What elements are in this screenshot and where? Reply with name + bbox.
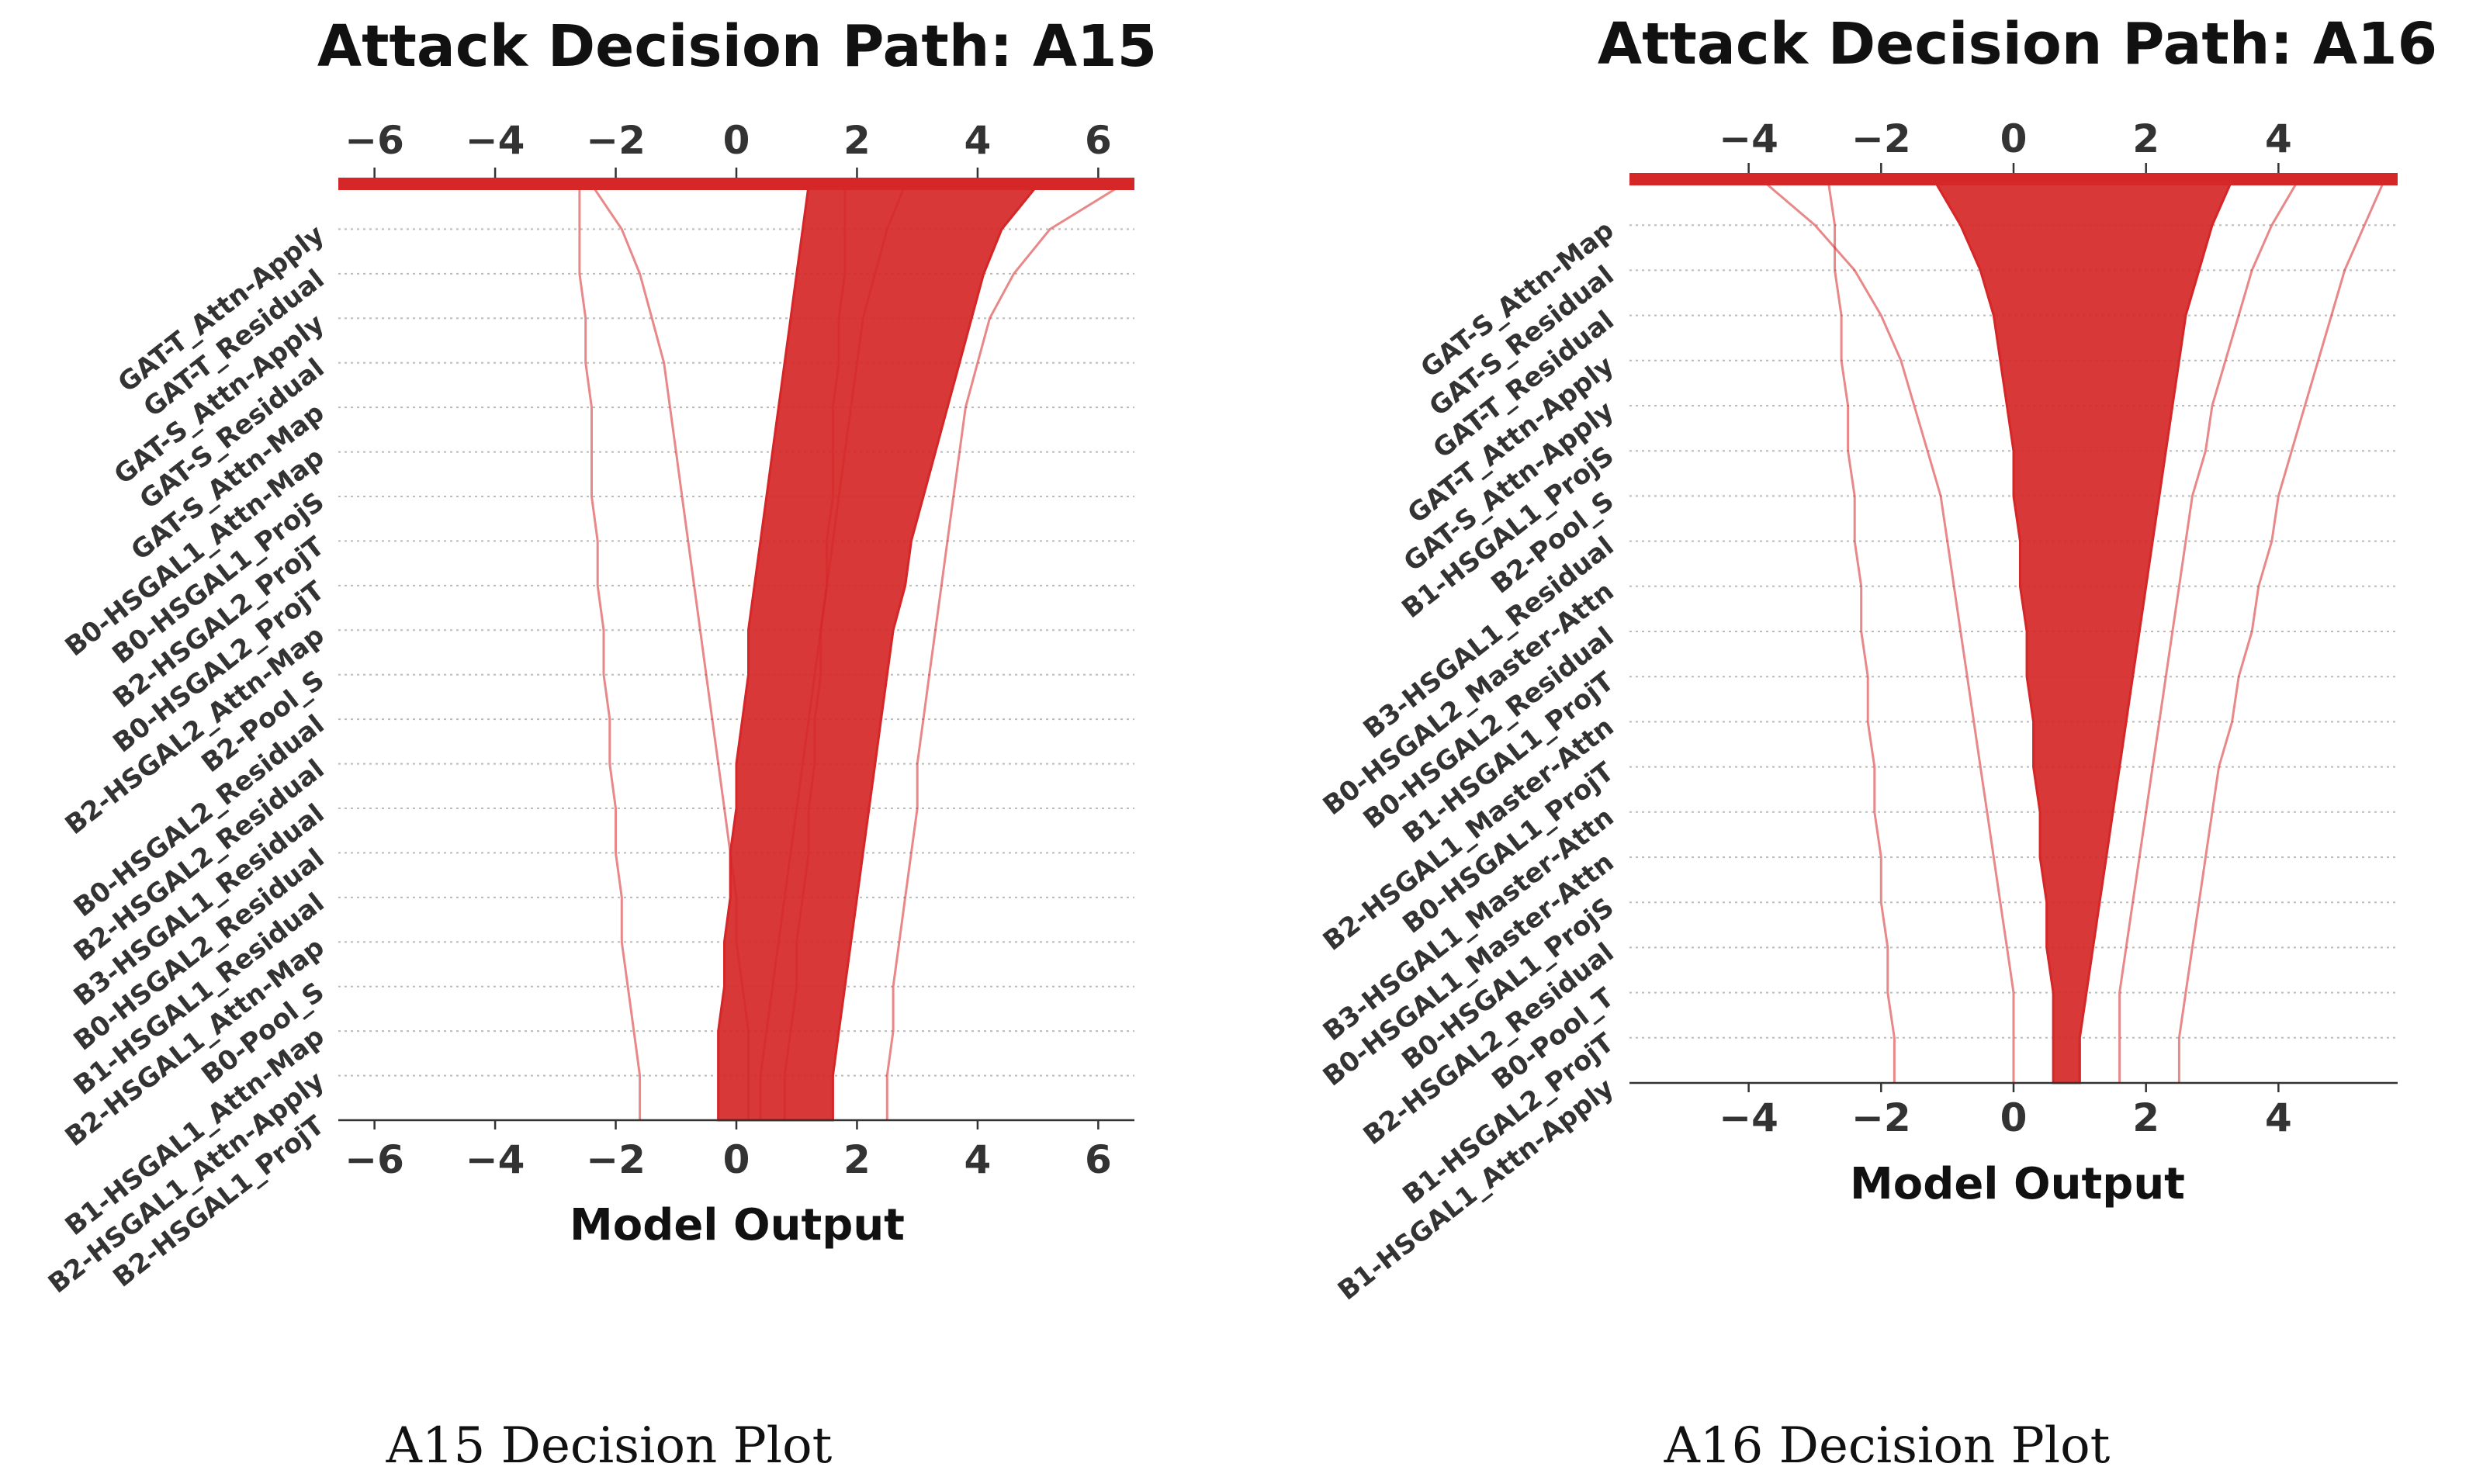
top-tick-label: 6 bbox=[1085, 118, 1112, 163]
decision-band-fill bbox=[717, 183, 1041, 1122]
decision-lines bbox=[1761, 178, 2386, 1083]
decision-line bbox=[759, 184, 906, 1120]
top-tick-label: 2 bbox=[843, 118, 871, 163]
decision-line bbox=[717, 184, 810, 1120]
bottom-tick-label: 0 bbox=[723, 1137, 750, 1182]
top-tick-label: −4 bbox=[466, 118, 525, 163]
bottom-tick-label: 0 bbox=[2000, 1095, 2028, 1140]
decision-band bbox=[717, 183, 1041, 1122]
bottom-tick-label: −4 bbox=[466, 1137, 525, 1182]
top-tick-label: 4 bbox=[964, 118, 992, 163]
chart-title: Attack Decision Path: A15 bbox=[317, 13, 1157, 80]
bottom-tick-label: −4 bbox=[1719, 1095, 1778, 1140]
bottom-tick-label: −6 bbox=[345, 1137, 404, 1182]
x-axis-label: Model Output bbox=[570, 1200, 905, 1251]
bottom-tick-label: 6 bbox=[1085, 1137, 1112, 1182]
decision-line bbox=[1827, 179, 1896, 1083]
x-axis-label: Model Output bbox=[1850, 1159, 2185, 1209]
feature-label: B1-HSGAL1_Attn-Apply bbox=[1332, 1072, 1620, 1306]
top-tick-label: −6 bbox=[345, 118, 404, 163]
top-tick-label: −2 bbox=[1851, 116, 1911, 161]
feature-gridlines bbox=[1629, 224, 2398, 1084]
axes: −4 −4 −2 −2 0 0 2 2 4 4 bbox=[1629, 116, 2398, 1140]
decision-line bbox=[1761, 178, 2015, 1083]
bottom-tick-label: 2 bbox=[843, 1137, 871, 1182]
caption-a15: A15 Decision Plot bbox=[386, 1417, 833, 1475]
top-tick-label: −2 bbox=[586, 118, 646, 163]
top-tick-label: 2 bbox=[2132, 116, 2159, 161]
bottom-tick-label: 4 bbox=[2265, 1095, 2292, 1140]
bottom-tick-label: 4 bbox=[964, 1137, 992, 1182]
feature-labels: GAT-T_Attn-ApplyGAT-T_ResidualGAT-S_Attn… bbox=[43, 219, 331, 1299]
top-tick-label: 4 bbox=[2265, 116, 2292, 161]
decision-line bbox=[783, 185, 847, 1120]
feature-labels: GAT-S_Attn-MapGAT-S_ResidualGAT-T_Residu… bbox=[1318, 215, 1620, 1307]
decision-plot-a15: Attack Decision Path: A15 −6 −6 −4 −4 −2 −2 0 0… bbox=[43, 13, 1157, 1299]
output-bar bbox=[338, 178, 1134, 190]
bottom-tick-label: −2 bbox=[586, 1137, 646, 1182]
decision-line bbox=[1933, 179, 2055, 1083]
decision-line bbox=[2078, 179, 2233, 1083]
chart-title: Attack Decision Path: A16 bbox=[1598, 11, 2437, 78]
decision-line bbox=[885, 183, 1124, 1120]
top-tick-label: −4 bbox=[1719, 116, 1778, 161]
decision-plot-a16: Attack Decision Path: A16 −4 −4 −2 −2 0 0 2 2 4 4… bbox=[1318, 11, 2437, 1306]
bottom-tick-label: −2 bbox=[1851, 1095, 1911, 1140]
decision-line bbox=[578, 185, 642, 1120]
top-tick-label: 0 bbox=[2000, 116, 2028, 161]
bottom-tick-label: 2 bbox=[2132, 1095, 2159, 1140]
decision-lines bbox=[578, 183, 1124, 1120]
decision-line bbox=[590, 184, 750, 1120]
output-bar bbox=[1629, 173, 2398, 185]
axes: −6 −6 −4 −4 −2 −2 0 0 2 2 4 4 6 6 bbox=[338, 118, 1134, 1182]
top-tick-label: 0 bbox=[723, 118, 750, 163]
decision-line bbox=[2118, 179, 2300, 1083]
decision-line bbox=[2177, 179, 2386, 1083]
decision-line bbox=[831, 184, 1039, 1120]
caption-a16: A16 Decision Plot bbox=[1664, 1417, 2111, 1475]
